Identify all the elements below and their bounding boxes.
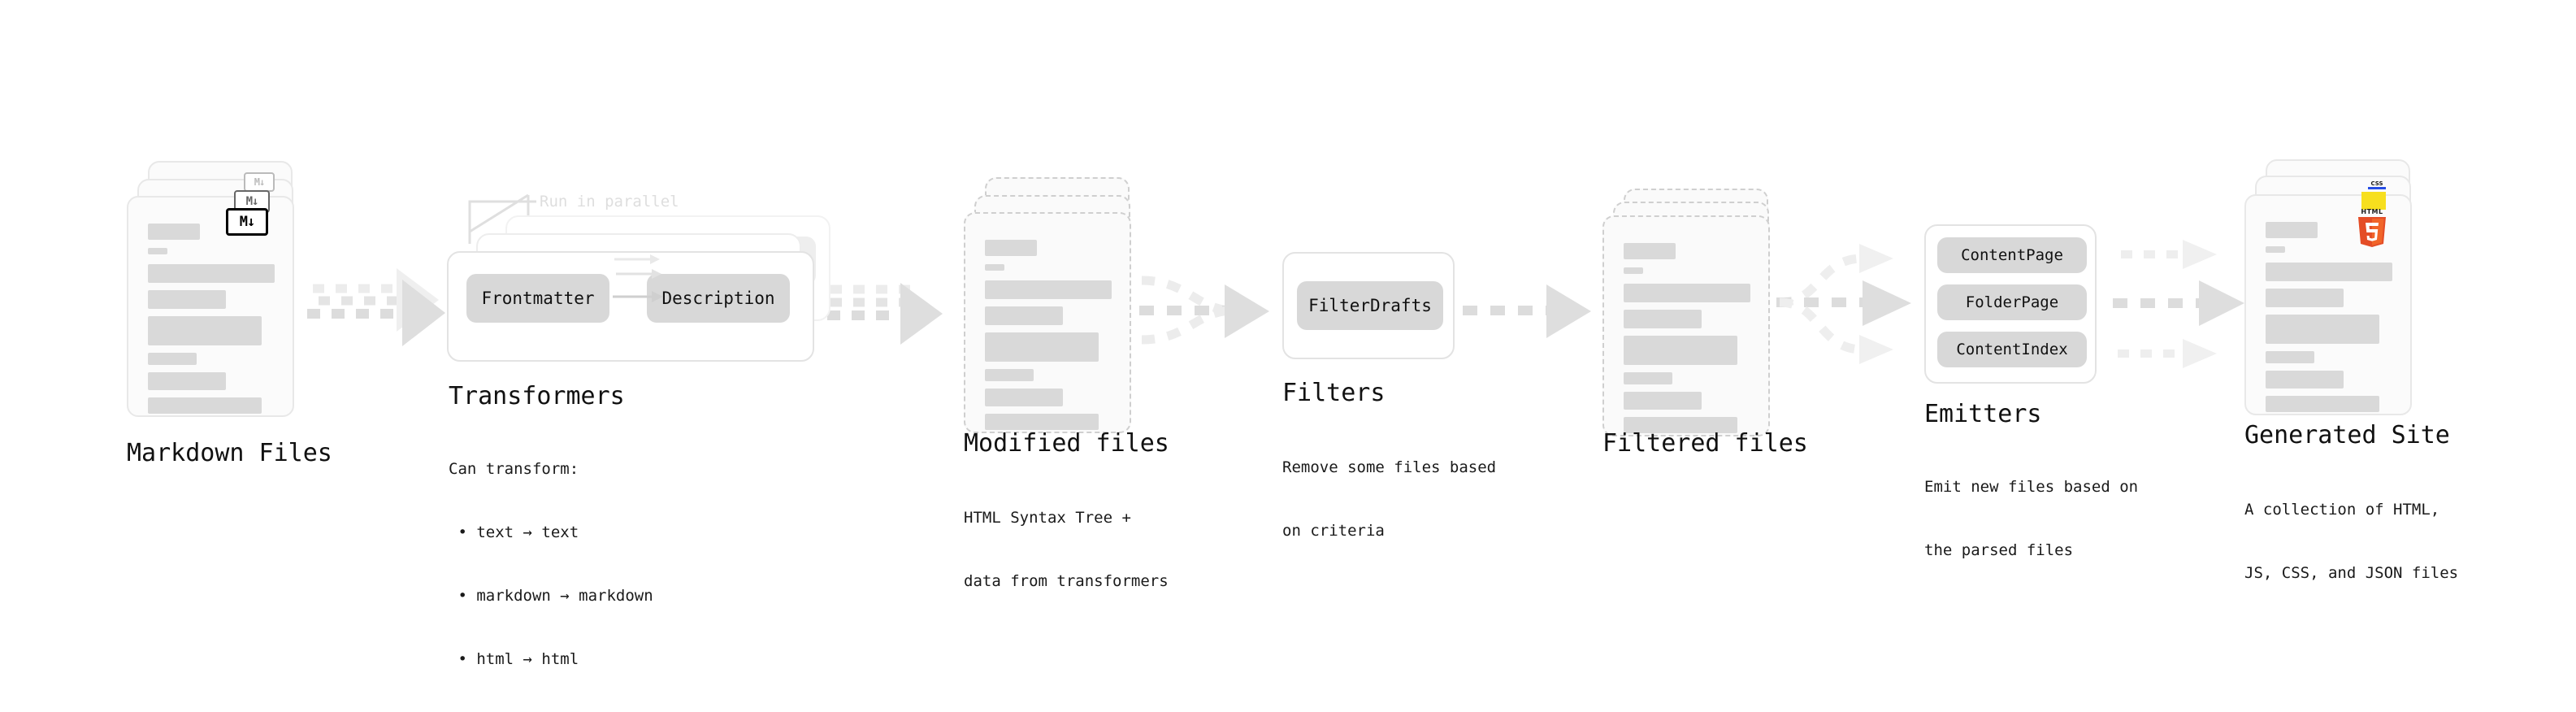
arrow-filters-to-filtered <box>1463 284 1591 338</box>
generated-file-skeleton <box>2246 196 2410 414</box>
filters-subtitle-line-1: on criteria <box>1282 522 1385 540</box>
svg-text:HTML: HTML <box>2361 208 2383 215</box>
generated-site-subtitle-line-1: JS, CSS, and JSON files <box>2244 564 2459 582</box>
arrow-modified-to-filters <box>1139 276 1269 345</box>
run-in-parallel-label: Run in parallel <box>540 193 679 211</box>
filters-subtitle: Remove some files based on criteria <box>1282 415 1496 584</box>
filters-subtitle-line-0: Remove some files based <box>1282 458 1497 476</box>
emitter-node-folderpage-label: FolderPage <box>1965 293 2059 311</box>
transformers-group: Frontmatter Description Frontmatter Desc… <box>447 215 837 362</box>
svg-text:CSS: CSS <box>2370 180 2383 187</box>
run-in-parallel-bracket <box>468 193 536 244</box>
transformer-node-frontmatter[interactable]: Frontmatter <box>466 274 609 323</box>
transformer-layer-front[interactable]: Frontmatter Description <box>447 251 814 362</box>
transformer-inner-arrows <box>613 254 663 302</box>
markdown-icon-back: M↓ <box>244 172 275 192</box>
generated-site-subtitle-line-0: A collection of HTML, <box>2244 501 2440 519</box>
transformers-subtitle-line-1: • text → text <box>449 523 579 541</box>
emitters-title: Emitters <box>1924 400 2042 428</box>
filtered-files-stack <box>1602 189 1789 441</box>
markdown-file-front <box>127 196 294 417</box>
transformers-subtitle: Can transform: • text → text • markdown … <box>449 416 653 712</box>
arrow-markdown-to-transformers <box>307 268 445 346</box>
transformers-subtitle-line-2: • markdown → markdown <box>449 587 653 605</box>
modified-files-subtitle-line-1: data from transformers <box>964 572 1169 590</box>
emitter-node-contentpage-label: ContentPage <box>1961 246 2063 264</box>
transformer-node-description-label: Description <box>661 289 775 308</box>
filter-node-filterdrafts[interactable]: FilterDrafts <box>1297 281 1443 330</box>
filters-title: Filters <box>1282 379 1386 407</box>
emitter-node-contentpage[interactable]: ContentPage <box>1937 237 2087 273</box>
generated-site-subtitle: A collection of HTML, JS, CSS, and JSON … <box>2244 457 2458 626</box>
modified-files-title: Modified files <box>964 429 1169 458</box>
emitters-subtitle-line-1: the parsed files <box>1924 541 2074 559</box>
arrow-emitters-to-site <box>2113 240 2244 368</box>
arrows-layer <box>307 193 2244 368</box>
generated-site-stack: CSS HTML <box>2244 159 2439 428</box>
arrow-transformers-to-modified <box>827 283 943 345</box>
modified-files-stack <box>964 177 1151 437</box>
markdown-files-stack: M↓ M↓ M↓ <box>127 161 314 429</box>
transformers-title: Transformers <box>449 382 625 410</box>
emitter-node-contentindex[interactable]: ContentIndex <box>1937 332 2087 367</box>
emitter-node-folderpage[interactable]: FolderPage <box>1937 284 2087 320</box>
arrow-filtered-to-emitters <box>1776 244 1911 364</box>
filtered-files-title: Filtered files <box>1602 429 1808 458</box>
js-icon <box>2361 192 2386 210</box>
markdown-files-title: Markdown Files <box>127 439 332 467</box>
emitter-node-contentindex-label: ContentIndex <box>1956 341 2068 358</box>
generated-site-title: Generated Site <box>2244 421 2450 449</box>
transformer-node-description[interactable]: Description <box>647 274 790 323</box>
transformers-subtitle-line-0: Can transform: <box>449 460 579 478</box>
css3-icon: CSS <box>2368 180 2386 189</box>
markdown-file-skeleton <box>128 198 293 415</box>
transformers-subtitle-line-3: • html → html <box>449 650 579 668</box>
modified-file-skeleton <box>965 214 1130 432</box>
filtered-file-skeleton <box>1604 217 1768 435</box>
modified-files-subtitle: HTML Syntax Tree + data from transformer… <box>964 465 1169 634</box>
diagram-canvas: M↓ M↓ M↓ Markdown Files Frontmatter Desc… <box>127 159 2458 668</box>
html5-icon: HTML <box>2358 208 2386 247</box>
emitters-group[interactable]: ContentPage FolderPage ContentIndex <box>1924 224 2097 384</box>
transformer-node-frontmatter-label: Frontmatter <box>481 289 595 308</box>
filters-group[interactable]: FilterDrafts <box>1282 252 1455 359</box>
emitters-subtitle: Emit new files based on the parsed files <box>1924 434 2138 603</box>
filter-node-filterdrafts-label: FilterDrafts <box>1308 296 1432 315</box>
filtered-file-front <box>1602 215 1770 436</box>
modified-files-subtitle-line-0: HTML Syntax Tree + <box>964 509 1131 527</box>
markdown-icon: M↓ <box>226 208 268 236</box>
generated-file-html <box>2244 194 2412 415</box>
modified-file-front <box>964 212 1131 433</box>
emitters-subtitle-line-0: Emit new files based on <box>1924 478 2139 496</box>
